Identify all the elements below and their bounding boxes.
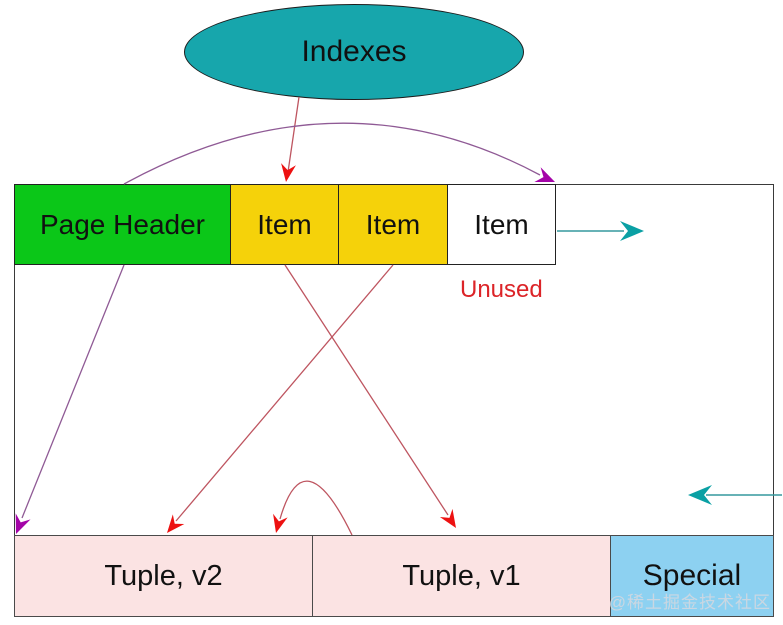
page-header-label: Page Header — [39, 208, 205, 240]
tuple-v2-box: Tuple, v2 — [14, 535, 313, 617]
item-1-label: Item — [257, 208, 312, 240]
tuple-v1-label: Tuple, v1 — [402, 559, 521, 592]
indexes-label: Indexes — [301, 35, 407, 68]
special-label: Special — [642, 559, 742, 592]
tuple-v1-box: Tuple, v1 — [312, 535, 611, 617]
page-header-box: Page Header — [14, 184, 231, 265]
item-2-label: Item — [365, 208, 421, 240]
item-box-2: Item — [338, 184, 448, 265]
item-box-1: Item — [230, 184, 339, 265]
tuple-v2-label: Tuple, v2 — [104, 559, 223, 592]
indexes-ellipse: Indexes — [184, 4, 524, 100]
arrowhead-indexes-to-item1 — [281, 163, 296, 182]
item-3-label: Item — [474, 208, 529, 240]
unused-label: Unused — [460, 276, 543, 303]
special-box: Special — [610, 535, 774, 617]
arrow-indexes-to-item1 — [287, 96, 300, 173]
arrow-pageheader-curve-to-item3 — [123, 122, 541, 185]
watermark-label: @稀土掘金技术社区 — [608, 593, 771, 612]
item-box-3: Item — [447, 184, 556, 265]
